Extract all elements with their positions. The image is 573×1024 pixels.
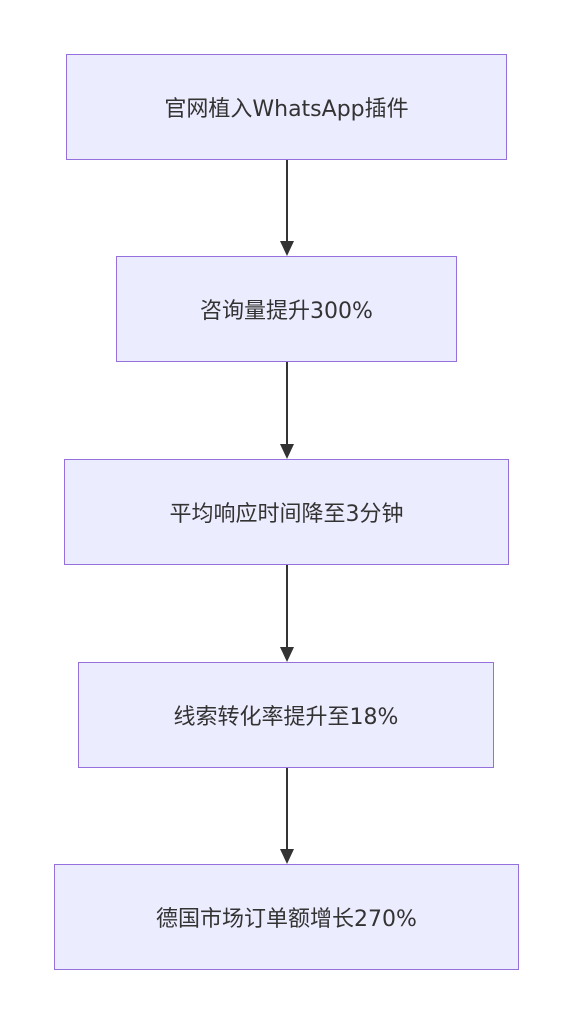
flow-node-whatsapp-plugin: 官网植入WhatsApp插件 [66,54,507,160]
node-label: 咨询量提升300% [200,299,373,324]
edge-2 [280,362,294,459]
arrowhead-icon [280,241,294,256]
node-label: 德国市场订单额增长270% [156,907,417,932]
arrowhead-icon [280,849,294,864]
flow-node-conversion-rate: 线索转化率提升至18% [78,662,494,768]
edge-4 [280,768,294,864]
flow-node-germany-orders: 德国市场订单额增长270% [54,864,519,970]
node-label: 平均响应时间降至3分钟 [169,502,404,527]
flow-node-inquiry-increase: 咨询量提升300% [116,256,457,362]
arrowhead-icon [280,647,294,662]
edge-3 [280,565,294,662]
node-label: 线索转化率提升至18% [173,705,399,730]
arrowhead-icon [280,444,294,459]
flow-node-response-time: 平均响应时间降至3分钟 [64,459,509,565]
node-label: 官网植入WhatsApp插件 [164,97,409,122]
edge-1 [280,160,294,256]
